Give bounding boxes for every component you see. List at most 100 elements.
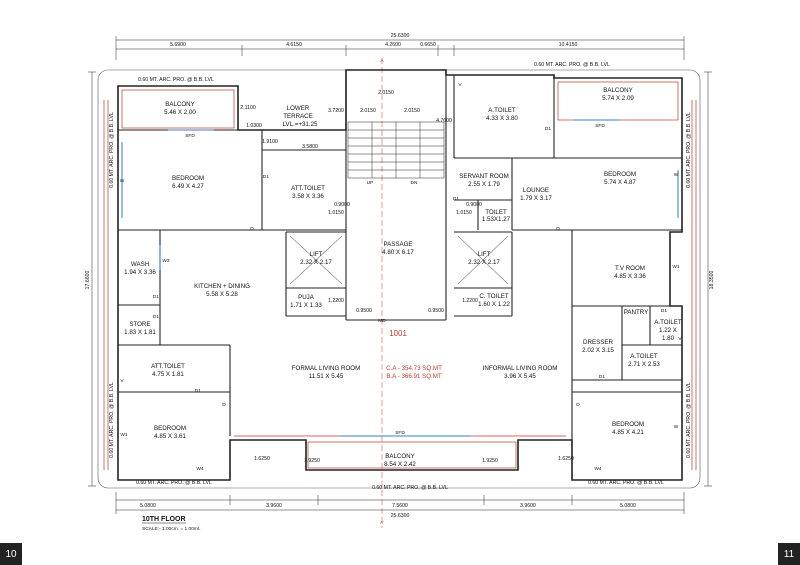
room-bedroom-br-size: 4.85 X 4.21 (612, 429, 644, 436)
top-dimension-lines (88, 36, 712, 528)
dim-bottom-4: 3.9600 (520, 503, 536, 509)
arc-pro-bottom-right: 0.60 MT. ARC. PRO. @ B.B. LVL (588, 480, 664, 486)
tag-d1-3: D1 (453, 196, 459, 202)
room-toilet-size: 1.53X1.27 (482, 216, 511, 223)
dim-stair-2: 2.0150 (360, 108, 376, 114)
tag-d-1: D (250, 226, 254, 232)
dim-misc-7: 0.9000 (466, 202, 482, 208)
dim-top-1: 5.6900 (170, 42, 186, 48)
outer-boundary (97, 69, 701, 489)
room-wash-name: WASH (131, 261, 149, 268)
dim-misc-1: 2.1100 (240, 105, 256, 111)
room-bedroom-tl-size: 6.49 X 4.27 (172, 183, 204, 190)
arc-pro-top-right: 0.60 MT. ARC. PRO. @ B.B. LVL (534, 62, 610, 68)
room-puja-size: 1.71 X 1.33 (290, 302, 322, 309)
tag-d1-1: D1 (263, 174, 269, 180)
room-att-toilet-2-name: ATT.TOILET (151, 363, 185, 370)
dim-misc-10: 1.2200 (462, 298, 478, 304)
balcony-parapets (103, 81, 697, 470)
room-toilet-name: TOILET (485, 209, 507, 216)
tag-sfd-1: SFD (185, 133, 195, 139)
room-bedroom-tr-size: 5.74 X 4.87 (604, 179, 636, 186)
room-informal-living-size: 3.96 X 5.45 (504, 373, 536, 380)
dim-stair-4: 3.7200 (328, 108, 344, 114)
room-lounge-name: LOUNGE (523, 187, 549, 194)
room-bedroom-bl-size: 4.85 X 3.61 (154, 433, 186, 440)
room-a-toilet-low-name: A.TOILET (630, 353, 658, 360)
floor-title: 10TH FLOOR (142, 516, 186, 523)
dim-misc-4: 3.5800 (302, 144, 318, 150)
dim-misc-12: 0.9500 (428, 308, 444, 314)
page-number-right: 11 (778, 543, 800, 565)
glazing (121, 119, 679, 437)
room-dresser-size: 2.02 X 3.15 (582, 347, 614, 354)
tag-d-3: D (222, 402, 226, 408)
room-lounge-size: 1.79 X 3.17 (520, 195, 552, 202)
room-passage-name: PASSAGE (383, 241, 412, 248)
tag-up: UP (367, 180, 374, 186)
room-c-toilet-name: C. TOILET (479, 293, 509, 300)
dim-stair-5: 4.7600 (436, 118, 452, 124)
dim-misc-8: 1.0150 (456, 210, 472, 216)
tag-w4-2: W4 (594, 466, 602, 472)
interior-walls (118, 70, 682, 440)
dim-misc-16: 1.6250 (558, 456, 574, 462)
room-lower-terrace-line2: TERRACE (283, 113, 313, 120)
room-store-name: STORE (129, 321, 150, 328)
dim-misc-11: 0.9500 (356, 308, 372, 314)
room-lift-right-name: LIFT (478, 251, 491, 258)
room-servant-name: SERVANT ROOM (459, 173, 509, 180)
room-a-toilet-low-size: 2.71 X 2.53 (628, 361, 660, 368)
dim-right-total: 18.3500 (709, 271, 715, 290)
dim-bottom-2: 3.9600 (266, 503, 282, 509)
tag-v-3: V (678, 336, 682, 342)
room-formal-living-name: FORMAL LIVING ROOM (292, 365, 361, 372)
tag-window-1: W (120, 178, 125, 184)
dim-misc-13: 1.6250 (254, 456, 270, 462)
room-att-toilet-1-name: ATT.TOILET (291, 185, 325, 192)
dim-overall-bottom: 25.6300 (391, 513, 410, 519)
room-balcony-right-name: BALCONY (603, 87, 633, 94)
dim-top-4: 0.6650 (420, 42, 436, 48)
dim-misc-2: 1.0300 (246, 123, 262, 129)
dim-top-2: 4.6150 (286, 42, 302, 48)
room-a-toilet-mid-size2: 1.80 (662, 335, 675, 342)
dim-misc-14: 1.9250 (304, 458, 320, 464)
dim-stair-1: 2.0150 (378, 90, 394, 96)
room-passage-size: 4.80 X 6.17 (382, 249, 414, 256)
arc-pro-top-left: 0.60 MT. ARC. PRO. @ B.B. LVL (138, 77, 214, 83)
tag-window-2: W (674, 172, 679, 178)
room-bedroom-tl-name: BEDROOM (172, 175, 204, 182)
tag-md: MD (378, 318, 386, 324)
room-balcony-bottom-name: BALCONY (385, 453, 415, 460)
room-dresser-name: DRESSER (583, 339, 613, 346)
page-number-left: 10 (0, 543, 22, 565)
dim-bottom-3: 7.5600 (392, 503, 408, 509)
arc-pro-left-lower: 0.60 MT. ARC. PRO. @ B.B. LVL (109, 382, 115, 458)
carpet-area: C.A - 354.73 SQ.MT (386, 365, 442, 372)
dim-stair-3: 2.0150 (404, 108, 420, 114)
arc-pro-bottom-center: 0.60 MT. ARC. PRO. @ B.B. LVL (372, 485, 448, 491)
tag-w1-1: W1 (672, 264, 680, 270)
room-kitchen-name: KITCHEN + DINING (194, 283, 250, 290)
room-pantry-name: PANTRY (624, 309, 649, 316)
room-a-toilet-top-name: A.TOILET (488, 107, 516, 114)
built-area: B.A - 366.91 SQ.MT (386, 373, 442, 380)
lift-shafts (289, 235, 509, 285)
room-c-toilet-size: 1.60 X 1.22 (478, 301, 510, 308)
tag-d1-8: D1 (661, 308, 667, 314)
room-lower-terrace-line1: LOWER (287, 105, 310, 112)
room-lift-left-size: 2.32 X 2.17 (300, 259, 332, 266)
tag-d-4: D (576, 402, 580, 408)
tag-w3: W3 (162, 258, 170, 264)
arc-pro-right-lower: 0.60 MT. ARC. PRO. @ B.B. LVL (686, 382, 692, 458)
dim-top-5: 10.4150 (559, 42, 578, 48)
tag-dn: DN (411, 180, 418, 186)
tag-d1-2: D1 (545, 126, 551, 132)
room-bedroom-br-name: BEDROOM (612, 421, 644, 428)
scale-note: SCALE:- 1.00cm. = 1.00mt. (142, 526, 201, 532)
tag-sfd-3: SFD (395, 430, 405, 436)
unit-number: 1001 (389, 329, 407, 338)
section-mark-bottom: A' (380, 520, 384, 526)
